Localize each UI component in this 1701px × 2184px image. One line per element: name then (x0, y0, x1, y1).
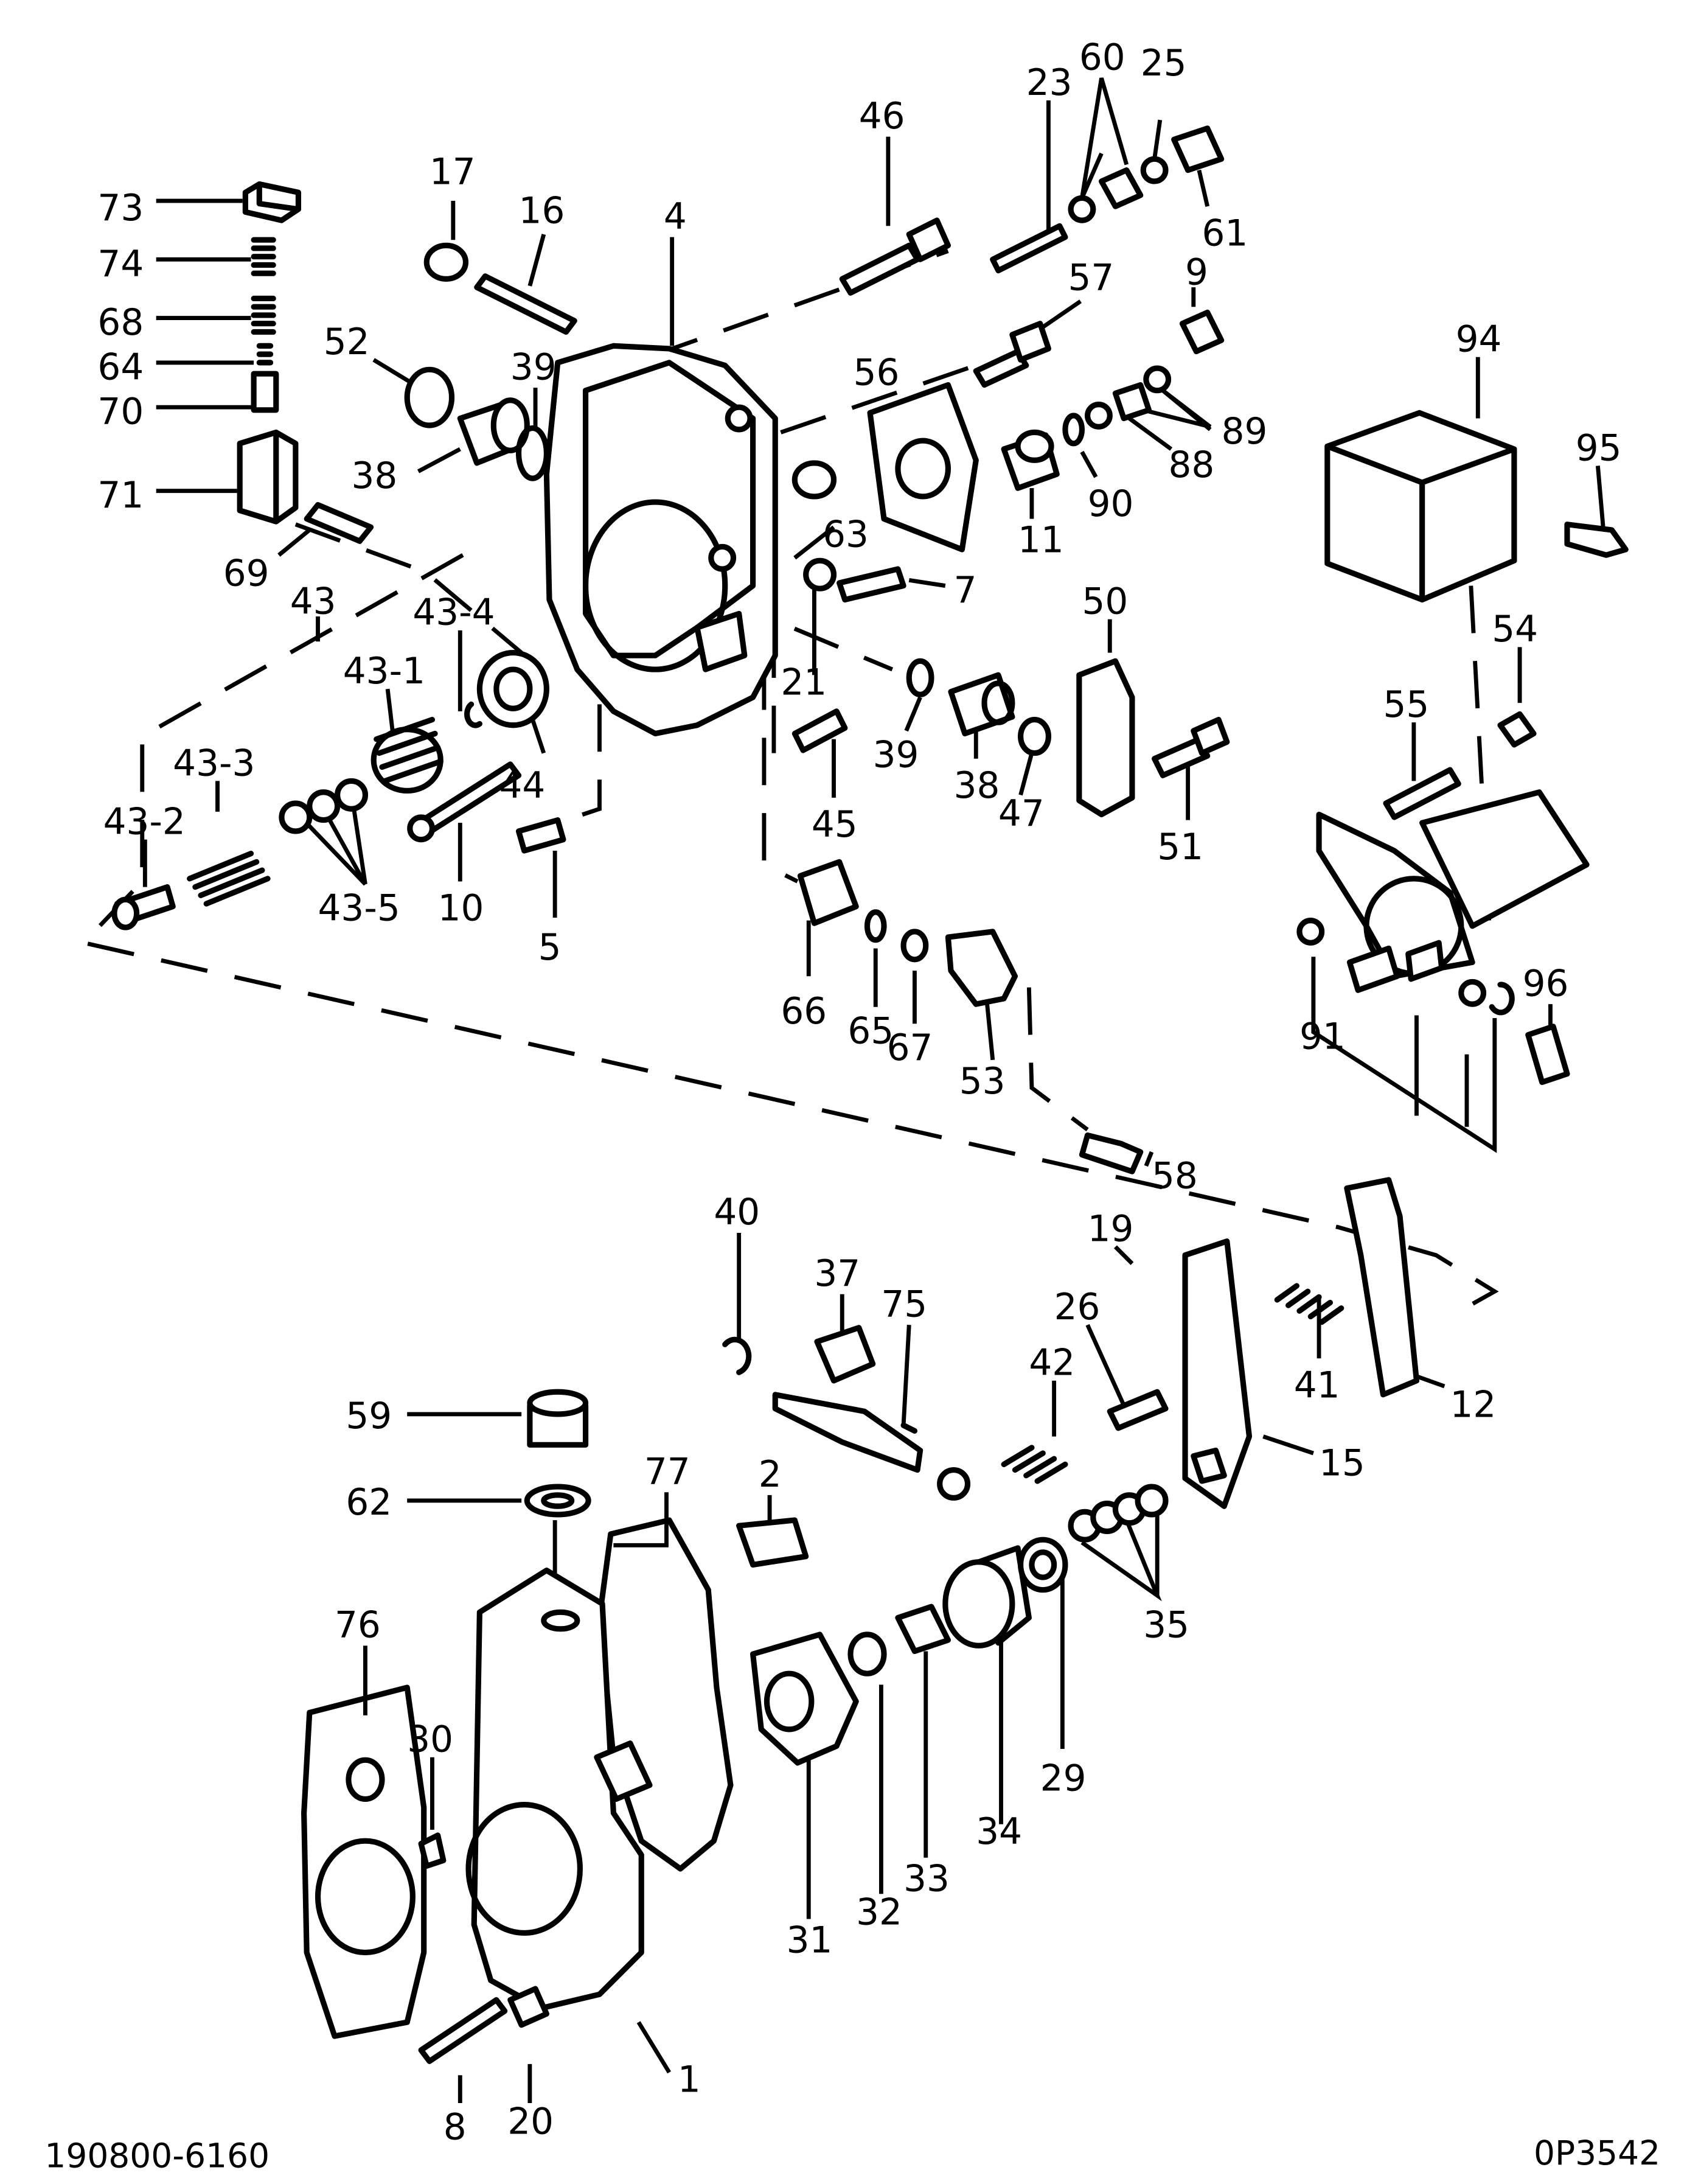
callout-38-lower: 38 (954, 765, 1000, 807)
drawing-number: 190800-6160 (44, 2136, 270, 2175)
callout-23: 23 (1026, 62, 1073, 104)
callout-30: 30 (407, 1719, 453, 1761)
callout-54: 54 (1492, 609, 1538, 651)
callout-21: 21 (781, 661, 827, 703)
callout-60: 60 (1079, 37, 1125, 79)
callout-76: 76 (335, 1605, 381, 1647)
callout-37: 37 (814, 1253, 860, 1295)
callout-75: 75 (881, 1283, 927, 1325)
callout-56: 56 (854, 352, 900, 394)
callout-66: 66 (781, 991, 827, 1033)
callout-63: 63 (823, 514, 869, 556)
callout-68: 68 (97, 302, 144, 344)
callout-15: 15 (1319, 1443, 1365, 1485)
callout-74: 74 (97, 243, 144, 285)
callout-69: 69 (223, 553, 270, 595)
callout-43-4: 43-4 (412, 592, 495, 634)
callout-43-2: 43-2 (103, 801, 186, 843)
page-code: 0P3542 (1534, 2133, 1660, 2172)
callout-41: 41 (1294, 1364, 1340, 1406)
callout-88: 88 (1169, 444, 1215, 486)
callout-44: 44 (499, 765, 545, 807)
callout-94: 94 (1456, 319, 1502, 361)
callout-10: 10 (438, 888, 484, 930)
callout-16: 16 (519, 190, 565, 232)
callout-47: 47 (998, 793, 1045, 835)
callout-11: 11 (1018, 520, 1064, 562)
callout-51: 51 (1157, 826, 1203, 868)
callout-26: 26 (1054, 1286, 1101, 1328)
callout-5: 5 (538, 927, 562, 969)
callout-1: 1 (678, 2059, 701, 2101)
callout-29: 29 (1040, 1758, 1087, 1800)
callout-4: 4 (664, 196, 687, 238)
callout-38-upper: 38 (352, 455, 398, 497)
callout-67: 67 (887, 1027, 933, 1069)
callout-43: 43 (290, 581, 336, 623)
callout-32: 32 (856, 1892, 902, 1934)
callout-2: 2 (759, 1454, 782, 1496)
callout-33: 33 (903, 1858, 950, 1900)
callout-71: 71 (97, 475, 144, 517)
callout-17: 17 (430, 152, 476, 194)
callout-45: 45 (812, 804, 858, 846)
callout-39-lower: 39 (873, 734, 919, 776)
assembly-dashed-lines (79, 249, 1499, 1319)
callout-89: 89 (1222, 411, 1268, 453)
callout-73: 73 (97, 187, 144, 229)
callout-90: 90 (1088, 483, 1134, 525)
callout-58: 58 (1152, 1156, 1198, 1198)
callout-42: 42 (1029, 1342, 1075, 1384)
callout-59: 59 (346, 1395, 392, 1437)
callout-95: 95 (1576, 427, 1622, 469)
callout-65: 65 (847, 1010, 894, 1052)
part-callouts: 73 74 68 64 70 71 69 43 43-4 43-1 43-3 4… (97, 37, 1621, 2149)
callout-70: 70 (97, 391, 144, 433)
parts (111, 125, 1629, 2064)
callout-96: 96 (1523, 963, 1569, 1005)
callout-91: 91 (1299, 1016, 1346, 1058)
footer: 190800-6160 0P3542 (44, 2133, 1660, 2175)
callout-35: 35 (1143, 1605, 1189, 1647)
callout-77: 77 (644, 1451, 690, 1493)
callout-52: 52 (324, 321, 370, 363)
callout-34: 34 (976, 1811, 1022, 1853)
callout-50: 50 (1082, 581, 1128, 623)
callout-64: 64 (97, 346, 144, 388)
callout-43-1: 43-1 (343, 651, 425, 693)
callout-57: 57 (1068, 257, 1115, 299)
callout-62: 62 (346, 1482, 392, 1524)
callout-61: 61 (1202, 212, 1248, 254)
callout-55: 55 (1383, 684, 1429, 726)
callout-46: 46 (859, 96, 905, 138)
callout-9: 9 (1185, 252, 1208, 294)
callout-7: 7 (954, 570, 977, 612)
callout-31: 31 (787, 1920, 833, 1962)
callout-25: 25 (1141, 43, 1187, 85)
callout-8: 8 (444, 2107, 467, 2149)
callout-20: 20 (507, 2101, 554, 2143)
callout-39-upper: 39 (510, 346, 557, 388)
callout-53: 53 (959, 1061, 1006, 1103)
callout-43-5: 43-5 (318, 888, 400, 930)
callout-43-3: 43-3 (173, 742, 255, 784)
callout-40: 40 (714, 1191, 760, 1233)
callout-12: 12 (1450, 1384, 1496, 1426)
callout-19: 19 (1088, 1209, 1134, 1251)
